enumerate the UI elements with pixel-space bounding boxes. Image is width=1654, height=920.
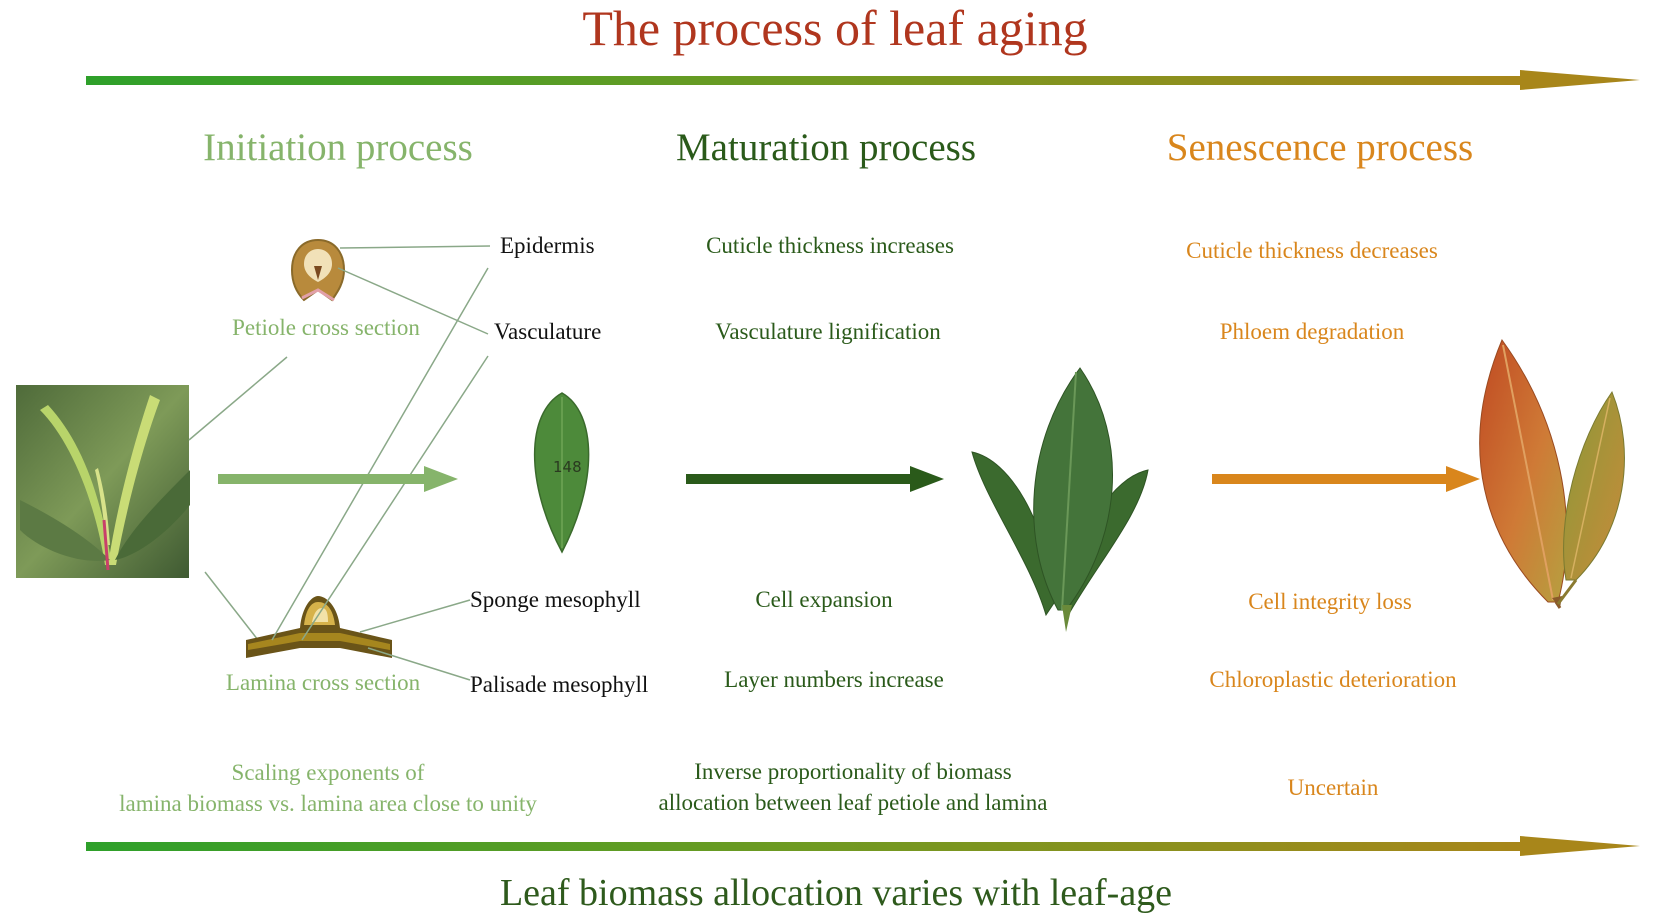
maturation-cell-text: Cell expansion	[755, 587, 893, 612]
petiole-cross-section-image	[290, 238, 346, 302]
leaf-number-label: 148	[553, 458, 582, 476]
senescence-chloroplast-text: Chloroplastic deterioration	[1209, 667, 1457, 692]
maturation-biomass-line-2: allocation between leaf petiole and lami…	[658, 790, 1048, 815]
mature-leaf-image	[971, 367, 1149, 632]
maturation-vasculature-text: Vasculature lignification	[715, 319, 941, 344]
diagram-title: The process of leaf aging	[582, 0, 1088, 56]
senescence-arrow	[1212, 466, 1480, 492]
initiation-arrow	[218, 466, 458, 492]
maturation-layers-text: Layer numbers increase	[724, 667, 944, 692]
connector-photo-lamina	[204, 571, 259, 641]
maturation-arrow	[686, 466, 944, 492]
senescence-biomass-note: Uncertain	[1287, 775, 1379, 800]
connector-photo-petiole	[188, 356, 288, 441]
stage-initiation-heading: Initiation process	[203, 126, 473, 169]
stage-maturation-heading: Maturation process	[675, 126, 977, 169]
maturation-cuticle-text: Cuticle thickness increases	[706, 233, 954, 258]
palisade-mesophyll-label: Palisade mesophyll	[470, 672, 649, 697]
young-shoot-photo	[16, 385, 190, 578]
anatomy-label-lines	[271, 245, 491, 681]
sponge-mesophyll-label: Sponge mesophyll	[470, 587, 641, 612]
stage-senescence-heading: Senescence process	[1166, 126, 1474, 169]
senescence-cell-text: Cell integrity loss	[1248, 589, 1412, 614]
maturation-biomass-note: Inverse proportionality of biomass alloc…	[659, 756, 1048, 818]
initiation-biomass-note: Scaling exponents of lamina biomass vs. …	[119, 757, 537, 819]
maturation-biomass-line-1: Inverse proportionality of biomass	[694, 759, 1012, 784]
top-age-arrow	[86, 70, 1640, 90]
senescence-cuticle-text: Cuticle thickness decreases	[1186, 238, 1438, 263]
bottom-age-arrow	[86, 836, 1640, 856]
initiation-biomass-line-2: lamina biomass vs. lamina area close to …	[119, 791, 537, 816]
epidermis-label: Epidermis	[500, 233, 595, 258]
bottom-caption: Leaf biomass allocation varies with leaf…	[499, 872, 1173, 914]
petiole-cross-section-label: Petiole cross section	[232, 315, 420, 340]
young-leaf-image	[533, 392, 590, 554]
lamina-cross-section-label: Lamina cross section	[225, 670, 421, 695]
senescence-phloem-text: Phloem degradation	[1219, 319, 1405, 344]
initiation-biomass-line-1: Scaling exponents of	[231, 760, 425, 785]
senescent-leaves-image	[1479, 338, 1625, 609]
vasculature-label: Vasculature	[494, 319, 602, 344]
